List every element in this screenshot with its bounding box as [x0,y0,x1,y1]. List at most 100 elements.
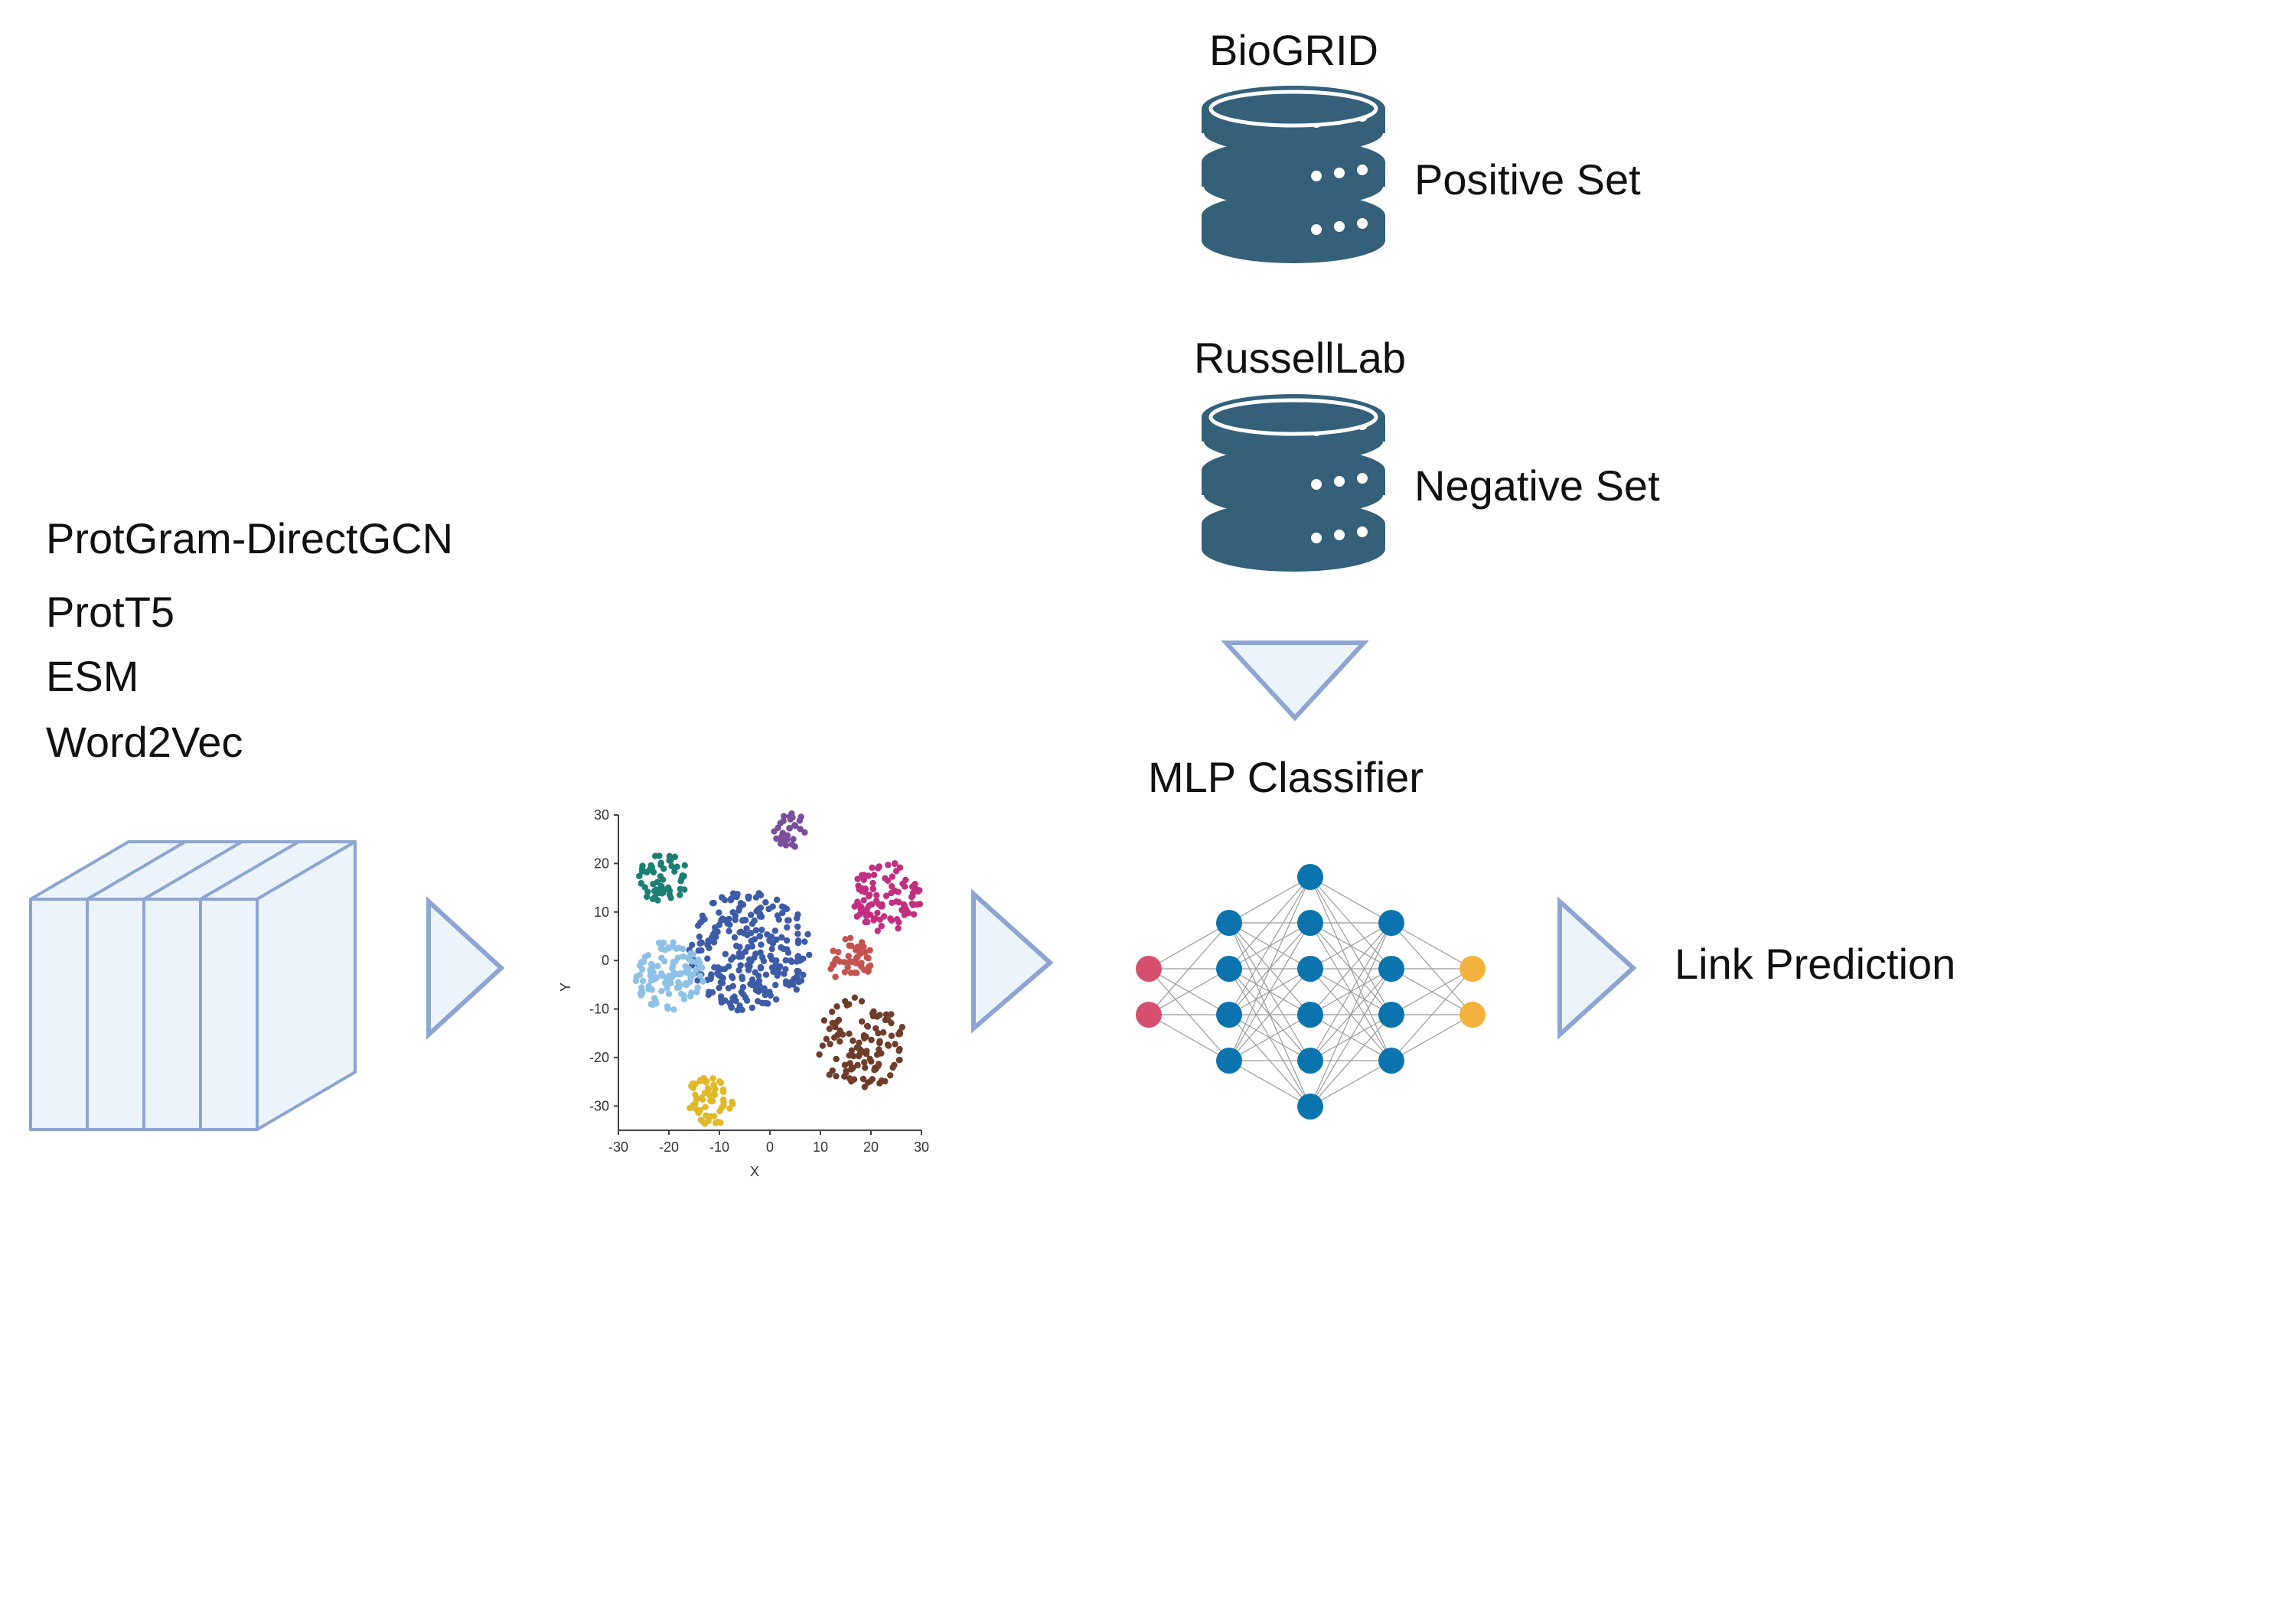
scatter-point [732,997,739,1005]
scatter-point [778,833,785,840]
scatter-point [900,901,908,908]
scatter-point [884,877,892,885]
scatter-point [842,998,849,1005]
scatter-point [718,1104,726,1111]
scatter-point [762,971,770,978]
db-disk [1202,139,1385,210]
scatter-point [878,922,885,930]
scatter-point [757,949,764,956]
scatter-point [719,894,726,901]
scatter-point [681,862,688,869]
scatter-point [784,924,791,931]
scatter-point [716,909,722,916]
scatter-point [739,983,747,991]
scatter-point [794,923,801,931]
mlp-edge [1309,1060,1392,1107]
y-tick-label: 0 [602,953,609,968]
scatter-point [778,934,785,941]
scatter-point [858,960,865,966]
scatter-point [719,980,726,986]
scatter-point [717,1079,725,1086]
scatter-point [833,1073,840,1080]
scatter-point [695,956,702,963]
scatter-point [833,1055,840,1063]
scatter-point [637,989,644,997]
mlp-edge [1228,876,1311,1015]
down-arrow-icon [1221,641,1369,722]
scatter-point [639,862,646,869]
scatter-point [844,963,851,971]
scatter-point [667,856,674,864]
scatter-point [895,924,902,932]
scatter-point [657,942,665,949]
scatter-point [902,876,909,884]
scatter-point [700,1118,706,1125]
scatter-point [722,997,729,1004]
scatter-point [832,973,839,980]
scatter-point [845,953,853,960]
scatter-point [780,813,788,820]
scatter-point [658,970,665,977]
scatter-point [901,883,908,890]
y-tick-label: -20 [589,1050,609,1065]
scatter-point [788,958,795,966]
mlp-edge [1148,1014,1230,1061]
mlp-node [1297,1002,1323,1028]
scatter-point [638,984,645,991]
scatter-point [736,944,743,950]
scatter-point [780,945,787,953]
scatter-point [846,1030,853,1037]
scatter-point [747,911,755,918]
scatter-point [667,980,674,986]
scatter-point [782,957,789,964]
scatter-point [675,979,682,986]
scatter-point [707,1097,714,1104]
scatter-point [856,1039,863,1046]
x-tick-label: -20 [659,1139,679,1155]
scatter-point [711,1091,718,1099]
classifier-title: MLP Classifier [1148,753,1424,801]
y-tick-label: 20 [594,856,609,871]
scatter-point [892,1041,899,1048]
scatter-point [794,937,802,944]
slab-front [29,898,89,1131]
output-label: Link Prediction [1675,940,1956,988]
scatter-point [871,1066,878,1074]
scatter-point [678,990,685,998]
mlp-edge [1228,876,1311,1061]
scatter-point [736,929,743,936]
embedding-stack-icon [29,840,357,1131]
scatter-point [756,933,764,940]
mlp-edge [1148,922,1230,970]
db-led-icon [1334,221,1345,232]
scatter-point [853,913,860,920]
scatter-point [651,995,658,1002]
scatter-point [846,942,853,949]
scatter-point [783,937,791,944]
scatter-point [908,893,915,901]
scatter-point [647,977,655,984]
scatter-point [670,939,677,946]
scatter-point [661,947,669,953]
scatter-point [768,945,775,953]
embedding-label-esm: ESM [46,652,139,700]
scatter-point [726,1000,734,1007]
scatter-point [734,891,741,898]
scatter-point [654,897,661,904]
mlp-edge [1309,1014,1392,1107]
scatter-point [873,1013,881,1020]
mlp-node [1459,1002,1486,1028]
scatter-point [746,963,753,970]
mlp-edge [1391,968,1473,1015]
scatter-point [888,883,895,890]
scatter-point [647,1000,654,1008]
scatter-point [687,1104,693,1112]
scatter-point [745,956,753,963]
scatter-point [772,982,779,989]
scatter-point [881,913,888,920]
scatter-point [908,900,916,908]
scatter-point [717,993,725,1000]
scatter-point [773,936,780,944]
scatter-point [703,1079,709,1086]
